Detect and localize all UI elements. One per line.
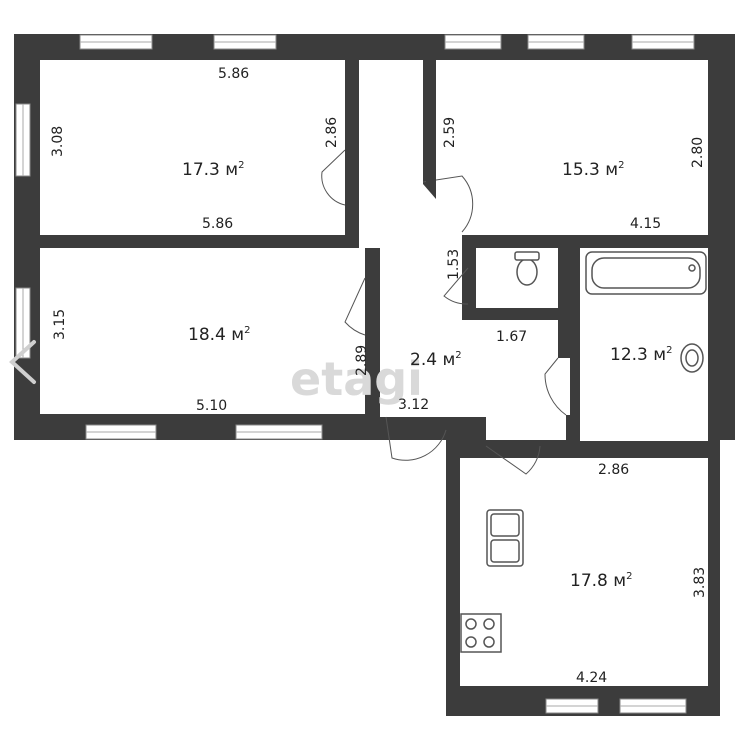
- room-top-right: [436, 60, 708, 235]
- wall-stub: [423, 60, 436, 182]
- wall-stub: [462, 248, 476, 308]
- stove-icon: [460, 613, 502, 653]
- area-label: 2.4 м2: [410, 350, 462, 370]
- toilet-icon: [516, 258, 538, 286]
- wall-stub: [365, 335, 380, 415]
- dimension-label: 2.59: [442, 117, 458, 148]
- area-label: 15.3 м2: [562, 160, 624, 180]
- dimension-label: 4.24: [576, 670, 607, 686]
- dimension-label: 4.15: [630, 216, 661, 232]
- chevron-left-icon[interactable]: [9, 340, 36, 384]
- area-label: 17.8 м2: [570, 571, 632, 591]
- dimension-label: 3.15: [52, 309, 68, 340]
- dimension-label: 2.80: [690, 137, 706, 168]
- dimension-label: 1.53: [446, 249, 462, 280]
- room-top-left: [40, 60, 345, 235]
- wall-stub: [558, 248, 580, 358]
- wall-stub: [365, 248, 380, 278]
- wall-stub: [566, 415, 580, 441]
- wall-stub: [446, 417, 486, 447]
- windows: [15, 34, 695, 714]
- dimension-label: 5.86: [202, 216, 233, 232]
- dimension-label: 1.67: [496, 329, 527, 345]
- dimension-label: 3.83: [692, 567, 708, 598]
- dimension-label: 2.89: [354, 345, 370, 376]
- dimension-label: 2.86: [324, 117, 340, 148]
- wall-stub: [345, 60, 359, 150]
- dimension-label: 3.08: [50, 126, 66, 157]
- wall-stub: [345, 205, 359, 235]
- area-label: 17.3 м2: [182, 160, 244, 180]
- dimension-label: 5.86: [218, 66, 249, 82]
- doors: [321, 149, 567, 475]
- area-label: 18.4 м2: [188, 325, 250, 345]
- room-mid-left: [40, 248, 365, 414]
- dimension-label: 2.86: [598, 462, 629, 478]
- dimension-label: 3.12: [398, 397, 429, 413]
- wall-stub: [462, 235, 708, 248]
- watermark: etagi: [290, 352, 423, 406]
- wall-stub: [462, 308, 570, 320]
- wall-stub: [540, 441, 720, 458]
- fixtures: [460, 251, 707, 653]
- dimension-label: 5.10: [196, 398, 227, 414]
- area-label: 12.3 м2: [610, 345, 672, 365]
